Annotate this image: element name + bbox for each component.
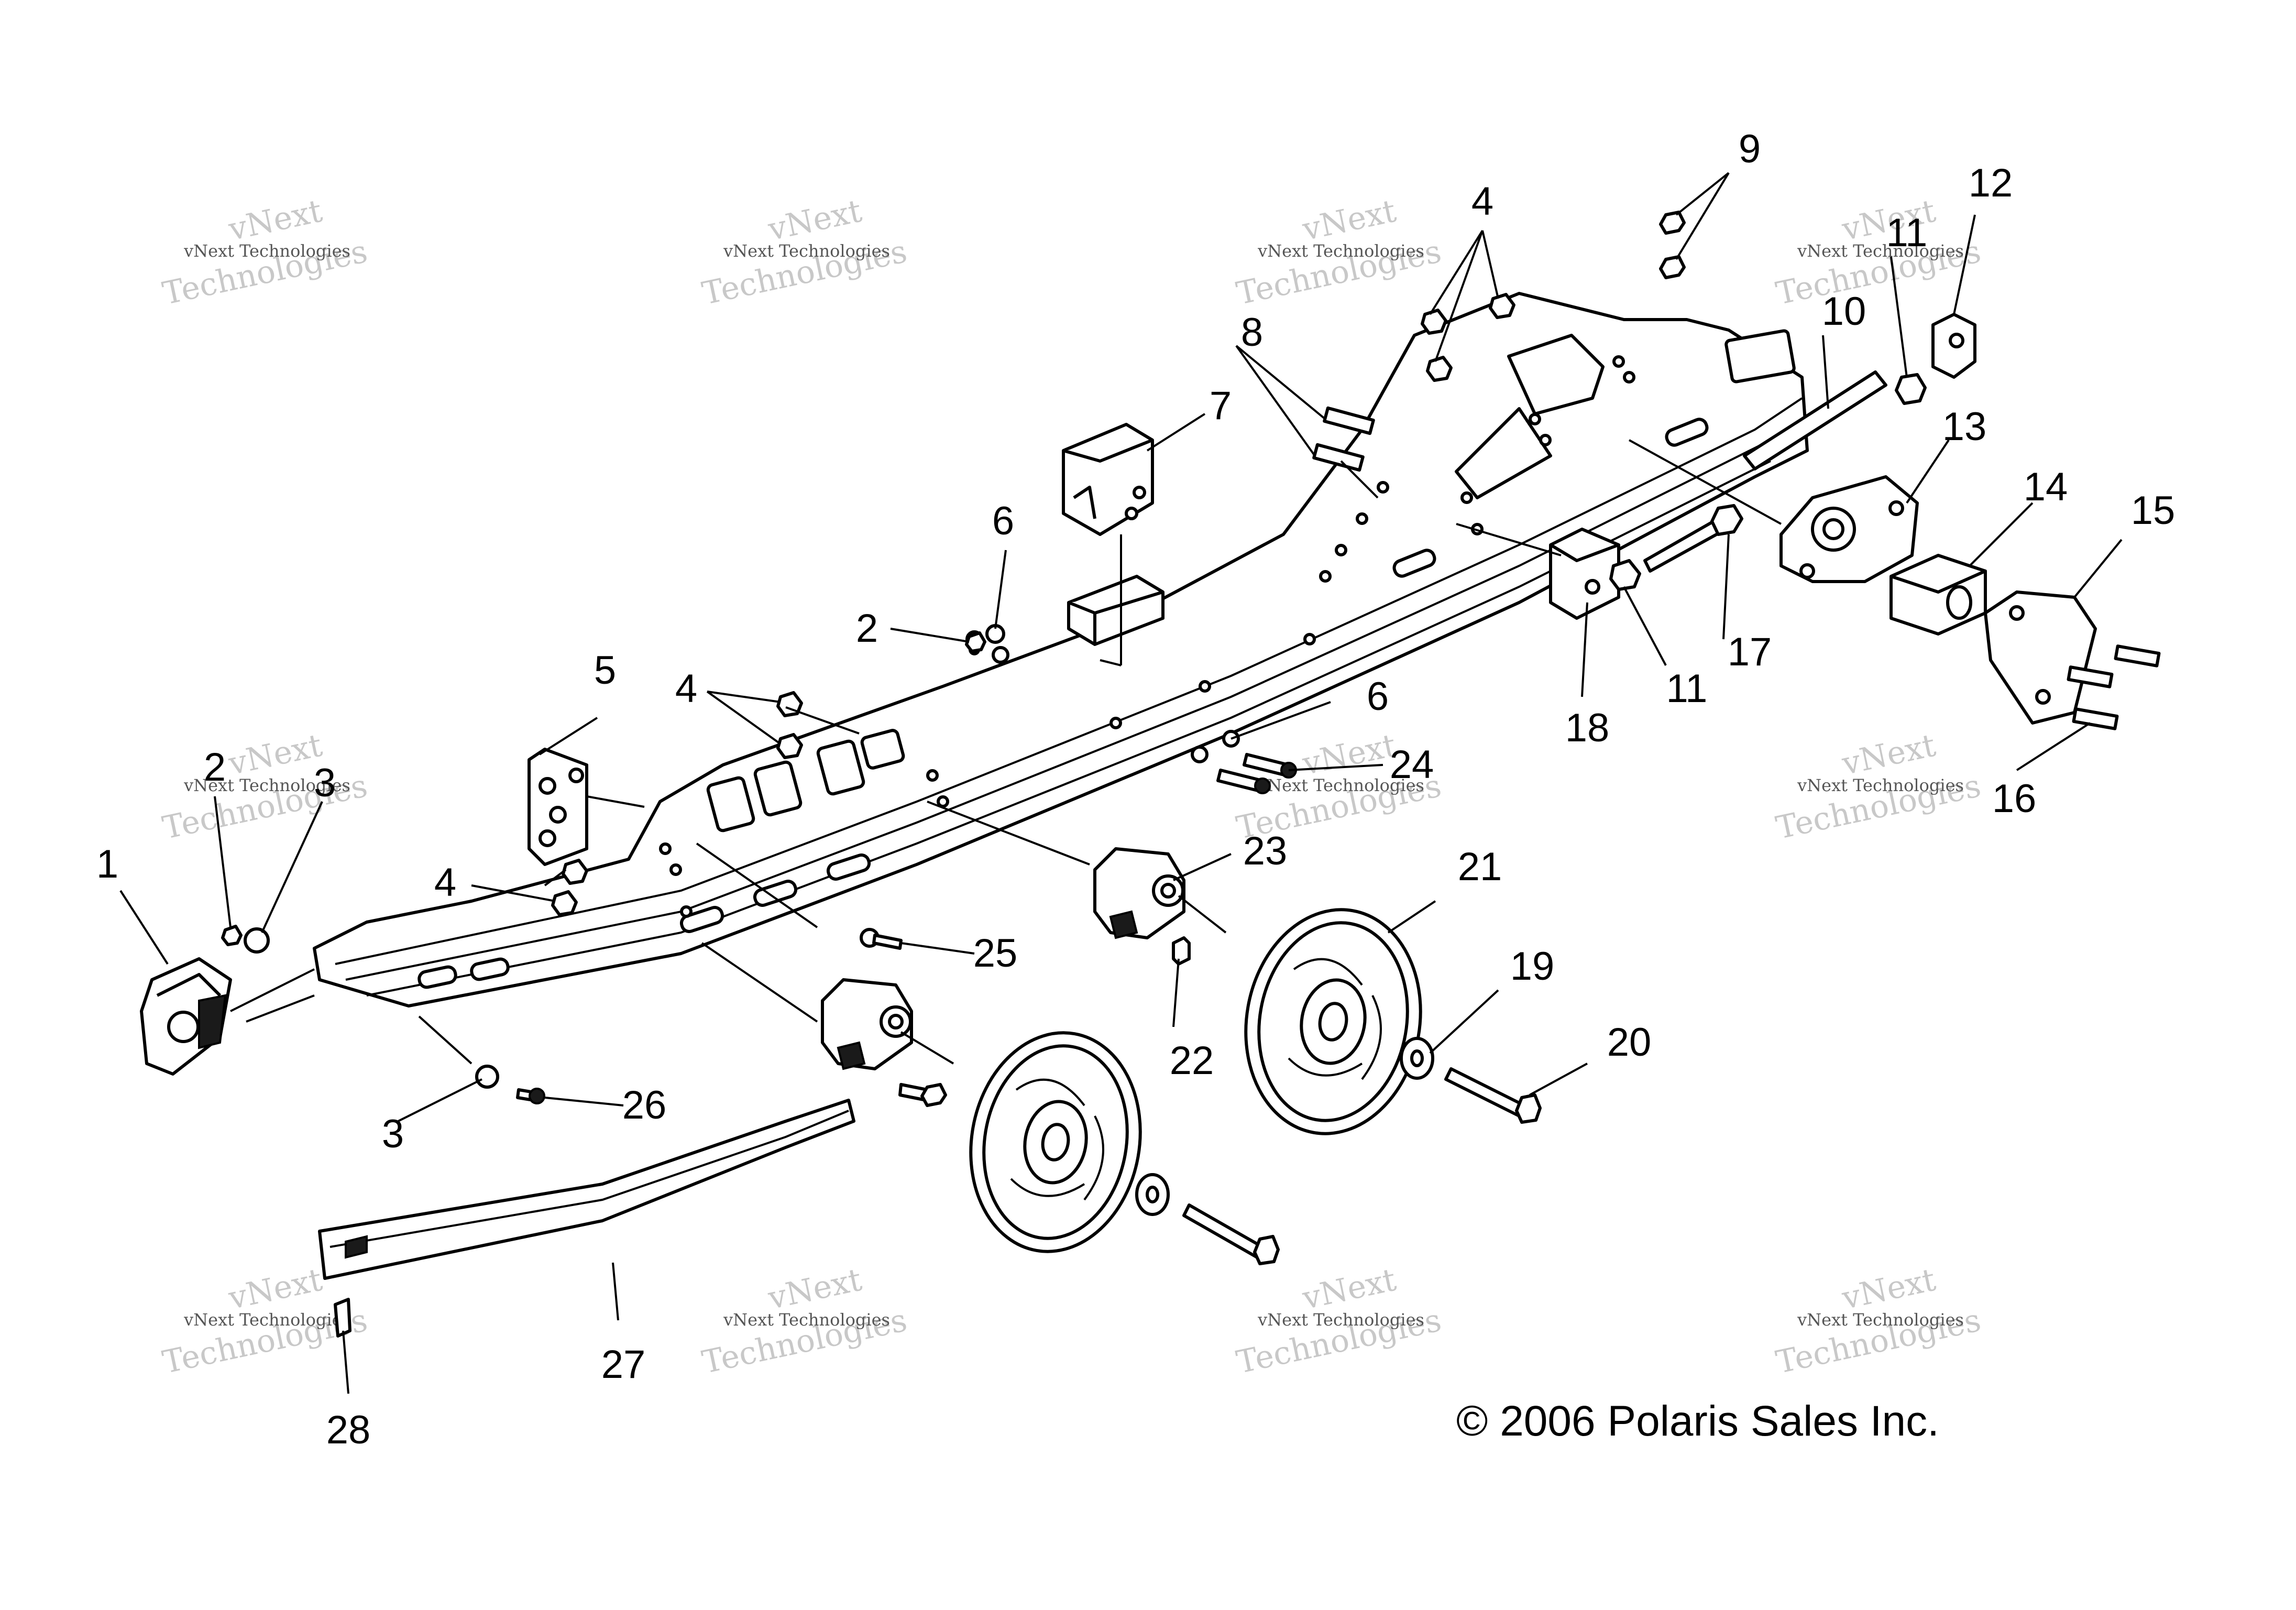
rail-end-cap	[140, 957, 232, 1076]
callout-2-front: 2	[204, 745, 226, 790]
watermark-small: vNext Technologies	[1797, 1310, 1964, 1330]
end-clip	[1931, 313, 1976, 379]
callout-16: 16	[1992, 776, 2037, 821]
watermark-large-top: vNext	[1299, 193, 1399, 248]
watermark-large-top: vNext	[225, 1262, 325, 1317]
watermark-large-top: vNext	[1839, 1262, 1939, 1317]
rear-bumper-block	[1889, 554, 1987, 636]
callout-26: 26	[622, 1083, 667, 1127]
watermark-large-top: vNext	[1299, 1262, 1399, 1317]
callout-6-upper: 6	[992, 499, 1014, 543]
fasteners	[221, 211, 2161, 1338]
watermark-small: vNext Technologies	[1797, 241, 1964, 261]
callout-17: 17	[1728, 630, 1772, 674]
callout-11-mid: 11	[1666, 666, 1708, 711]
watermark-small: vNext Technologies	[183, 775, 350, 795]
idler-housing-lower	[821, 978, 913, 1070]
watermark-large-top: vNext	[765, 193, 865, 248]
watermark-small: vNext Technologies	[1257, 775, 1424, 795]
callout-28: 28	[326, 1408, 371, 1452]
watermark-small: vNext Technologies	[723, 1310, 890, 1330]
callout-22: 22	[1170, 1038, 1214, 1083]
callout-12: 12	[1969, 161, 2013, 205]
callout-27: 27	[601, 1342, 646, 1387]
callout-6-lower: 6	[1367, 674, 1389, 719]
callout-11-top: 11	[1886, 211, 1928, 255]
callout-13: 13	[1942, 404, 1987, 449]
callout-15: 15	[2131, 488, 2176, 533]
callout-4-top: 4	[1471, 179, 1493, 224]
callout-3-lower: 3	[382, 1112, 404, 1156]
watermark-large-top: vNext	[225, 727, 325, 783]
callout-5: 5	[594, 648, 616, 693]
rear-block	[1549, 528, 1620, 620]
watermark-small: vNext Technologies	[1257, 241, 1424, 261]
slide-rail	[313, 292, 1809, 1007]
callout-18: 18	[1565, 706, 1610, 750]
callout-8: 8	[1241, 310, 1263, 355]
callout-1: 1	[96, 842, 118, 886]
spacer-block-lower	[1067, 575, 1165, 646]
watermark-small: vNext Technologies	[723, 241, 890, 261]
leader-lines	[119, 172, 2123, 1394]
watermark-large-top: vNext	[1839, 727, 1939, 783]
rear-pivot-housing	[1779, 475, 1919, 583]
callout-4-mid: 4	[675, 666, 697, 711]
idler-wheel-upper	[1244, 908, 1422, 1135]
callout-7: 7	[1210, 384, 1232, 428]
callout-9: 9	[1739, 127, 1761, 171]
copyright-notice: © 2006 Polaris Sales Inc.	[1456, 1397, 1939, 1445]
watermark-large-top: vNext	[765, 1262, 865, 1317]
wear-strip	[318, 1099, 855, 1280]
callout-21: 21	[1458, 845, 1502, 889]
watermark-large-top: vNext	[1299, 727, 1399, 783]
watermark-large-top: vNext	[225, 193, 325, 248]
callout-4-front: 4	[434, 860, 456, 905]
idler-wheel-lower	[969, 1031, 1142, 1253]
callout-23: 23	[1243, 829, 1288, 873]
callout-24: 24	[1390, 742, 1434, 787]
front-plate	[528, 748, 588, 866]
callout-labels: 1 2 2 3 3 4 4 4 4 5 6 6 7 8 9 10 11 11 1…	[96, 127, 2175, 1452]
rail-slots	[418, 418, 1709, 989]
callout-20: 20	[1607, 1020, 1652, 1065]
callout-10: 10	[1822, 289, 1866, 334]
callout-25: 25	[973, 931, 1018, 976]
callout-14: 14	[2024, 465, 2068, 509]
rail-holes	[659, 355, 1635, 918]
watermark-small: vNext Technologies	[183, 1310, 350, 1330]
watermark-small: vNext Technologies	[1257, 1310, 1424, 1330]
rear-cover-plate	[1984, 590, 2097, 725]
watermark-small: vNext Technologies	[183, 241, 350, 261]
callout-3-upper: 3	[314, 761, 336, 805]
callout-19: 19	[1510, 944, 1555, 989]
idler-housing-upper	[1093, 847, 1185, 939]
watermark-small: vNext Technologies	[1797, 775, 1964, 795]
callout-2-mid: 2	[856, 606, 878, 651]
spacer-block-upper	[1062, 423, 1154, 536]
